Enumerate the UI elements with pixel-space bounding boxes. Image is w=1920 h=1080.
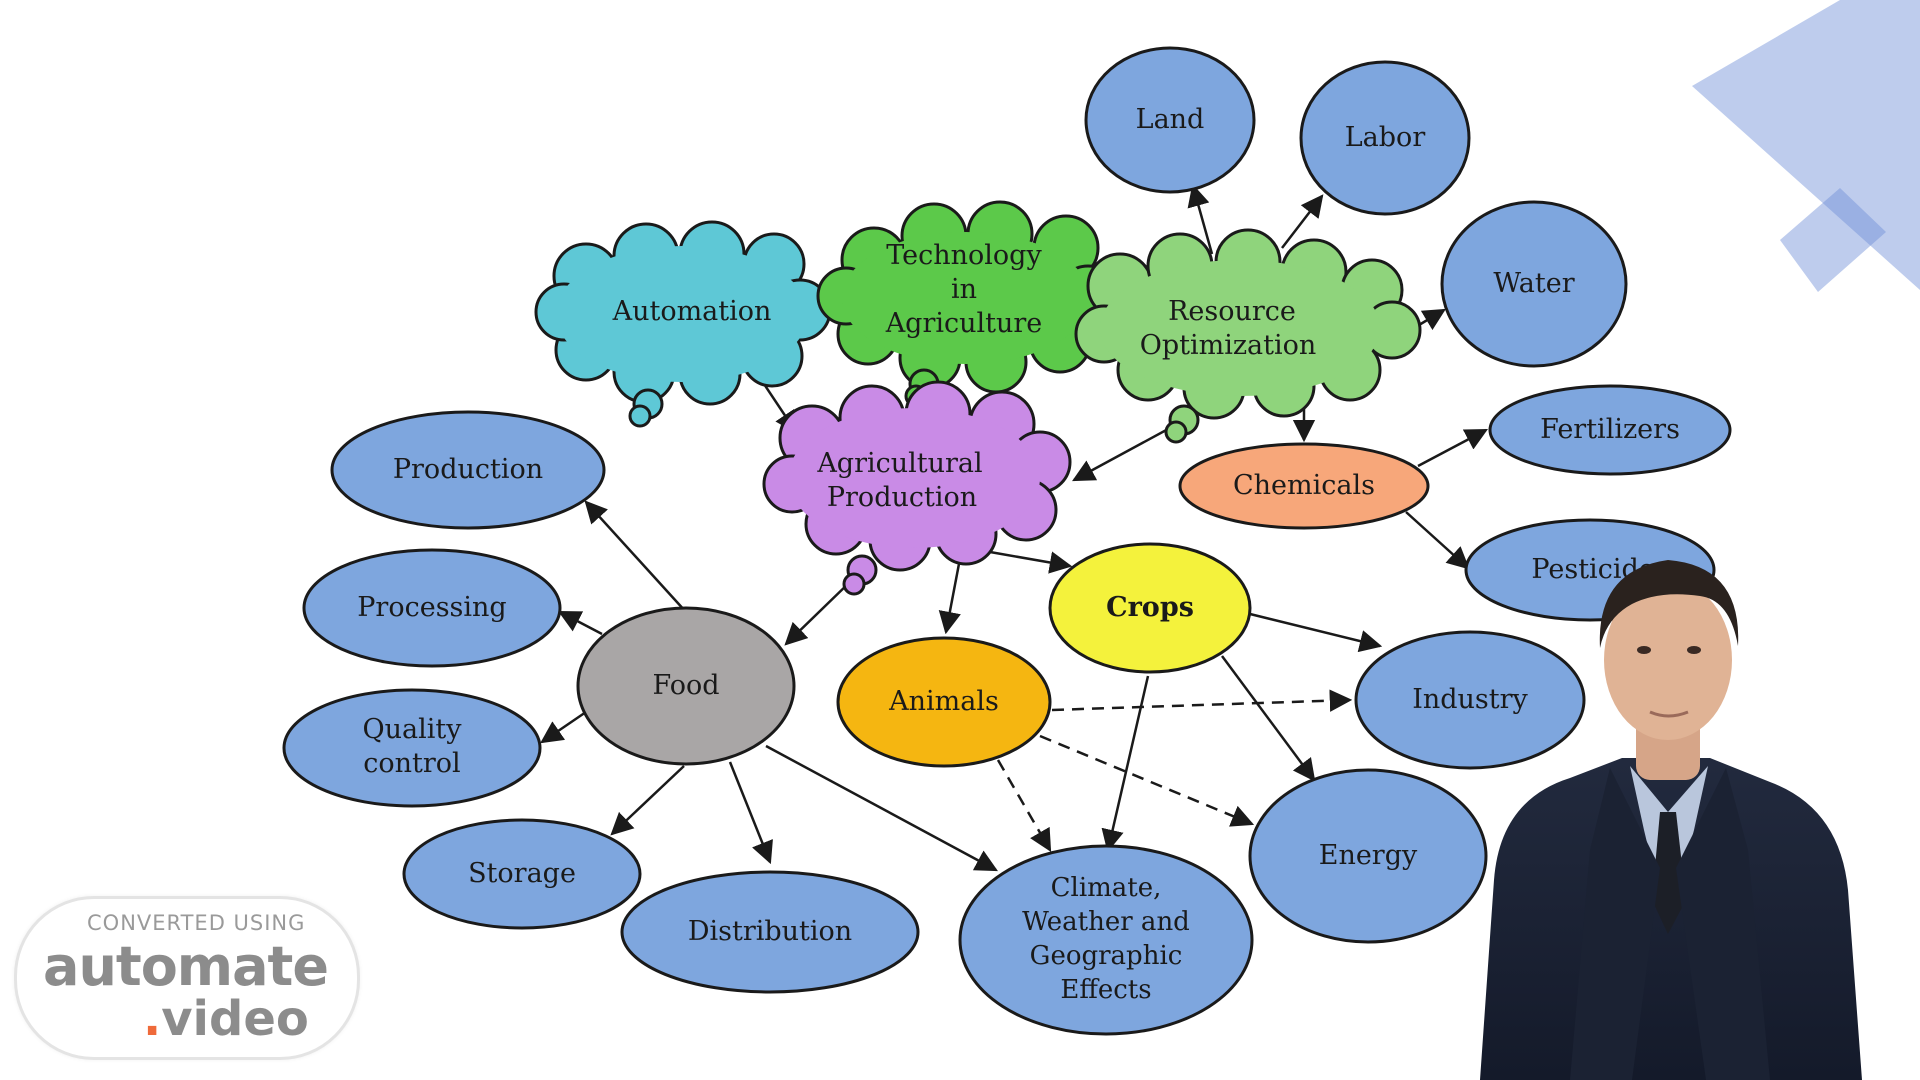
node-chemicals-shape bbox=[1178, 442, 1430, 530]
node-processing-shape bbox=[302, 548, 562, 668]
badge-caption: CONVERTED USING bbox=[87, 911, 306, 935]
node-distribution: Distribution bbox=[688, 916, 852, 947]
node-climate-line1: Climate, bbox=[1051, 873, 1162, 903]
cloud-technology: Technology in Agriculture bbox=[816, 200, 1120, 408]
node-labor-shape bbox=[1299, 60, 1471, 216]
node-food-shape bbox=[576, 606, 796, 766]
node-agricultural-line2: Production bbox=[827, 482, 977, 513]
node-land-shape bbox=[1084, 46, 1256, 194]
node-storage-shape bbox=[402, 818, 642, 930]
badge-brand-line2: .video bbox=[143, 991, 309, 1047]
node-fertilizers-shape bbox=[1488, 384, 1732, 476]
node-production-shape bbox=[330, 410, 606, 530]
node-energy: Energy bbox=[1319, 840, 1418, 871]
node-climate-line3: Geographic bbox=[1030, 941, 1183, 971]
badge-video: video bbox=[161, 991, 309, 1047]
node-resource-line1: Resource bbox=[1168, 296, 1296, 327]
node-technology-line3: Agriculture bbox=[885, 308, 1043, 339]
node-fertilizers: Fertilizers bbox=[1540, 414, 1680, 445]
corner-decoration bbox=[1692, 0, 1920, 292]
node-water-shape bbox=[1440, 200, 1628, 368]
node-crops-shape bbox=[1048, 542, 1252, 674]
node-crops: Crops bbox=[1106, 592, 1194, 623]
node-animals-shape bbox=[836, 636, 1052, 768]
node-automation: Automation bbox=[612, 296, 772, 327]
node-labor: Labor bbox=[1345, 122, 1426, 153]
badge-brand-line1: automate bbox=[43, 935, 329, 998]
node-agricultural-line1: Agricultural bbox=[816, 448, 982, 479]
presenter-avatar bbox=[1480, 560, 1862, 1080]
node-resource-line2: Optimization bbox=[1140, 330, 1317, 361]
node-climate-line4: Effects bbox=[1060, 975, 1151, 1005]
node-industry-shape bbox=[1354, 630, 1586, 770]
node-animals: Animals bbox=[888, 686, 999, 717]
node-technology-line2: in bbox=[951, 274, 977, 305]
node-distribution-shape bbox=[620, 870, 920, 994]
node-quality-shape bbox=[282, 688, 542, 808]
node-climate-shape bbox=[958, 844, 1254, 1036]
cloud-resource-optimization: Resource Optimization bbox=[1074, 228, 1422, 444]
badge-dot: . bbox=[143, 991, 162, 1047]
connectors bbox=[540, 183, 1488, 872]
node-chemicals: Chemicals bbox=[1233, 470, 1375, 501]
ellipse-nodes bbox=[282, 46, 1732, 1036]
cloud-automation: Automation bbox=[534, 220, 832, 428]
node-processing: Processing bbox=[357, 592, 506, 623]
cloud-agricultural-production: Agricultural Production bbox=[762, 380, 1072, 596]
node-production: Production bbox=[393, 454, 543, 485]
node-energy-shape bbox=[1248, 768, 1488, 944]
node-food: Food bbox=[652, 670, 719, 701]
node-storage: Storage bbox=[468, 858, 576, 889]
node-technology-line1: Technology bbox=[886, 240, 1042, 271]
node-quality-line2: control bbox=[363, 748, 460, 779]
node-industry: Industry bbox=[1412, 684, 1528, 715]
node-quality-line1: Quality bbox=[363, 714, 463, 745]
node-climate-line2: Weather and bbox=[1022, 907, 1190, 937]
watermark-badge: CONVERTED USING automate .video bbox=[14, 896, 360, 1060]
node-land: Land bbox=[1136, 104, 1205, 135]
node-water: Water bbox=[1493, 268, 1574, 299]
